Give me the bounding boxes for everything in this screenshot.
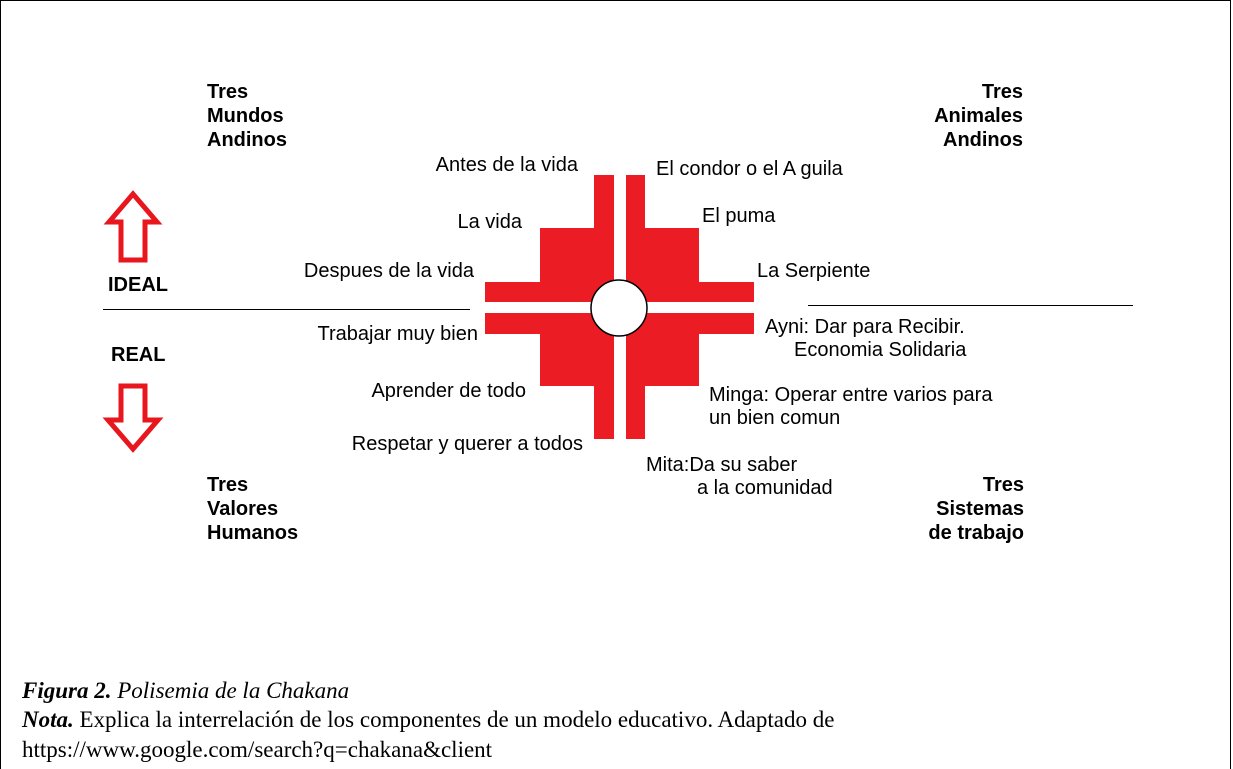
item-puma: El puma [702,205,776,227]
heading-tres-valores-humanos: Tres Valores Humanos [207,474,299,544]
item-ayni: Ayni: Dar para Recibir. Economia Solidar… [765,316,967,361]
item-antes-de-la-vida: Antes de la vida [435,154,578,176]
item-condor-aguila: El condor o el A guila [656,158,843,180]
item-mita: Mita:Da su saber a la comunidad [646,454,833,499]
note-label: Nota. [22,707,74,732]
item-despues-de-la-vida: Despues de la vida [303,260,474,282]
figure-source: https://www.google.com/search?q=chakana&… [22,737,493,762]
chakana-quadrant-bottom-right [626,313,754,439]
heading-tres-mundos-andinos: Tres Mundos Andinos [207,81,287,151]
figure-note: Nota. Explica la interrelación de los co… [22,706,834,734]
divider-line-left [103,309,470,310]
note-text: Explica la interrelación de los componen… [79,707,835,732]
item-respetar-querer: Respetar y querer a todos [351,433,583,455]
item-trabajar-muy-bien: Trabajar muy bien [317,323,478,345]
heading-tres-animales-andinos: Tres Animales Andinos [934,81,1023,151]
item-la-vida: La vida [457,211,523,233]
figure-caption: Figura 2. Polisemia de la Chakana [22,677,349,705]
item-minga: Minga: Operar entre varios para un bien … [709,384,993,429]
ideal-label: IDEAL [108,274,168,296]
down-arrow-icon [102,383,164,453]
chakana-center-circle [590,279,648,337]
real-label: REAL [111,344,166,366]
chakana-quadrant-bottom-left [485,313,614,439]
item-serpiente: La Serpiente [757,260,871,282]
up-arrow-icon [103,190,163,263]
divider-line-right [808,305,1133,306]
item-aprender-de-todo: Aprender de todo [371,380,526,402]
figure-label: Figura 2. [22,678,112,703]
chakana-quadrant-top-right [626,175,754,302]
chakana-cross [485,175,754,439]
chakana-quadrant-top-left [485,175,614,302]
figure-title: Polisemia de la Chakana [117,678,350,703]
heading-tres-sistemas-de-trabajo: Tres Sistemas de trabajo [928,474,1024,544]
